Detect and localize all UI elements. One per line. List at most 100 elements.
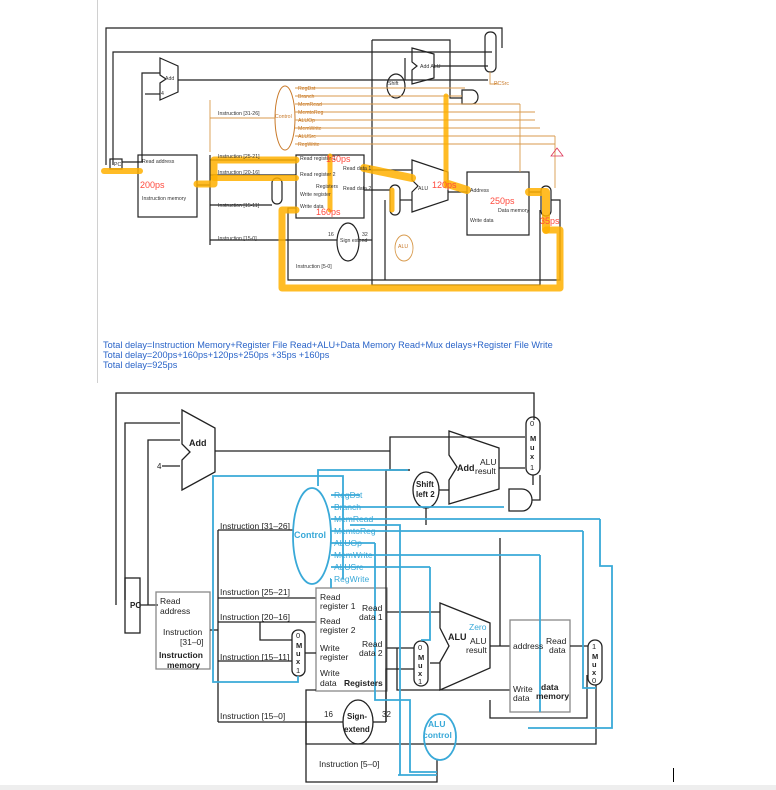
control-label: Control bbox=[294, 530, 326, 540]
read-address-label-2: address bbox=[160, 606, 190, 616]
note-formula: Total delay=Instruction Memory+Register … bbox=[103, 340, 553, 350]
bottom-scroll-bar[interactable] bbox=[0, 785, 776, 790]
mux-mem-0: 0 bbox=[592, 676, 596, 685]
add-label: Add bbox=[189, 438, 207, 448]
thirtytwo-label-top: 32 bbox=[362, 232, 368, 238]
mux-alu-x: x bbox=[418, 669, 423, 678]
control-signals: RegDst Branch MemRead MemtoReg ALUOp Mem… bbox=[334, 490, 376, 584]
sig-regdst: RegDst bbox=[334, 490, 363, 500]
thirtytwo-label: 32 bbox=[382, 710, 391, 719]
instr-25-21-label: Instruction [25–21] bbox=[220, 587, 290, 597]
address-label-top: Address bbox=[470, 188, 489, 194]
sig-aluop-top: ALUOp bbox=[298, 118, 315, 124]
pcsrc-label-top: PCSrc bbox=[494, 81, 509, 87]
delay-register-read: 160ps bbox=[326, 154, 351, 164]
text-cursor bbox=[673, 768, 674, 782]
alu-result-b: result bbox=[466, 645, 487, 655]
instruction-memory-label-1: Instruction bbox=[159, 650, 203, 660]
pc-increment-four: 4 bbox=[161, 91, 164, 97]
read-register-2-a: Read bbox=[320, 616, 341, 626]
alu-control-label-top: ALU bbox=[398, 244, 408, 250]
mux-alu-u: u bbox=[418, 661, 423, 670]
instr-15-0-label: Instruction [15–0] bbox=[220, 711, 285, 721]
mem-write-data-b: data bbox=[513, 693, 530, 703]
delay-instruction-memory: 200ps bbox=[140, 180, 165, 190]
mux-alu-0: 0 bbox=[418, 643, 422, 652]
read-data-1-a: Read bbox=[362, 603, 383, 613]
mux-reg-1: 1 bbox=[296, 666, 300, 675]
alu-result-a: ALU bbox=[470, 636, 487, 646]
mux-top-u: u bbox=[530, 443, 535, 452]
alu-control-b: control bbox=[423, 730, 452, 740]
data-memory-label-top: Data memory bbox=[498, 208, 530, 214]
instruction-31-0-label: [31–0] bbox=[180, 637, 204, 647]
write-data-reg-a: Write bbox=[320, 668, 340, 678]
mux-top-1: 1 bbox=[530, 463, 534, 472]
mem-read-data-b: data bbox=[549, 645, 566, 655]
delay-data-memory: 250ps bbox=[490, 196, 515, 206]
mux-top-0: 0 bbox=[530, 419, 534, 428]
alu-label-top: ALU bbox=[418, 186, 428, 192]
zero-label: Zero bbox=[469, 622, 487, 632]
mux-reg-u: u bbox=[296, 649, 301, 658]
mux-reg-m: M bbox=[296, 641, 302, 650]
mux-alu-1: 1 bbox=[418, 677, 422, 686]
mem-read-data-a: Read bbox=[546, 636, 567, 646]
write-register-b: register bbox=[320, 652, 349, 662]
instr-31-26-top: Instruction [31-26] bbox=[218, 111, 260, 117]
write-register-a: Write bbox=[320, 643, 340, 653]
write-register-top: Write register bbox=[300, 192, 331, 198]
read-data-2-a: Read bbox=[362, 639, 383, 649]
add-alu-label: Add bbox=[457, 463, 475, 473]
sixteen-label-top: 16 bbox=[328, 232, 334, 238]
read-data-1-b: data 1 bbox=[359, 612, 383, 622]
mem-write-data-a: Write bbox=[513, 684, 533, 694]
four-label: 4 bbox=[157, 462, 162, 471]
bottom-datapath-diagram: Add 4 PC Read address Instruction [31–0]… bbox=[115, 392, 613, 783]
instruction-memory-label-2: memory bbox=[167, 660, 200, 670]
registers-label-top: Registers bbox=[316, 184, 338, 190]
instr-20-16-top: Instruction [20-16] bbox=[218, 170, 260, 176]
read-data-2-b: data 2 bbox=[359, 648, 383, 658]
sign-extend-label-top: Sign extend bbox=[340, 238, 368, 244]
instr-25-21-top: Instruction [25-21] bbox=[218, 154, 260, 160]
sig-alusrc: ALUSrc bbox=[334, 562, 364, 572]
sig-memread: MemRead bbox=[334, 514, 373, 524]
sign-extend-b: extend bbox=[344, 725, 370, 734]
add-alu-result-b: result bbox=[475, 466, 496, 476]
mux-top-x: x bbox=[530, 452, 535, 461]
shift-left-label-top: Shift bbox=[388, 81, 399, 87]
read-register-2-top: Read register 2 bbox=[300, 172, 336, 178]
pc-label: PC bbox=[130, 601, 141, 610]
write-data-mem-top: Write data bbox=[470, 218, 494, 224]
note-values: Total delay=200ps+160ps+120ps+250ps +35p… bbox=[103, 350, 330, 360]
instr-20-16-label: Instruction [20–16] bbox=[220, 612, 290, 622]
shift-left-b: left 2 bbox=[416, 490, 435, 499]
instruction-memory-label-top: Instruction memory bbox=[142, 196, 187, 202]
divider-line bbox=[97, 0, 98, 383]
write-data-reg-b: data bbox=[320, 678, 337, 688]
data-memory-a: data bbox=[541, 682, 559, 692]
read-address-label-1: Read bbox=[160, 596, 181, 606]
mux-mem-1: 1 bbox=[592, 642, 596, 651]
read-register-1-a: Read bbox=[320, 592, 341, 602]
read-register-1-top: Read register 1 bbox=[300, 156, 336, 162]
instr-5-0-top: Instruction [5-0] bbox=[296, 264, 332, 270]
mux-reg-x: x bbox=[296, 657, 301, 666]
read-address-label-top: Read address bbox=[142, 159, 175, 165]
delay-alu: 120ps bbox=[432, 180, 457, 190]
add-label-top: Add bbox=[165, 76, 174, 82]
sig-branch-top: Branch bbox=[298, 94, 315, 100]
read-register-2-b: register 2 bbox=[320, 625, 356, 635]
top-datapath-diagram: 4 Add Add ALU Shift PCSrc PC Read addres… bbox=[101, 27, 564, 292]
sig-regdst-top: RegDst bbox=[298, 86, 316, 92]
sig-memwrite-top: MemWrite bbox=[298, 126, 322, 132]
note-total: Total delay=925ps bbox=[103, 360, 178, 370]
mux-mem-m: M bbox=[592, 652, 598, 661]
sig-branch: Branch bbox=[334, 502, 361, 512]
delay-mux: 35ps bbox=[540, 216, 560, 226]
add-alu-label-top: Add ALU bbox=[420, 64, 441, 70]
pc-label-top: PC bbox=[114, 162, 121, 168]
data-memory-b: memory bbox=[536, 691, 569, 701]
